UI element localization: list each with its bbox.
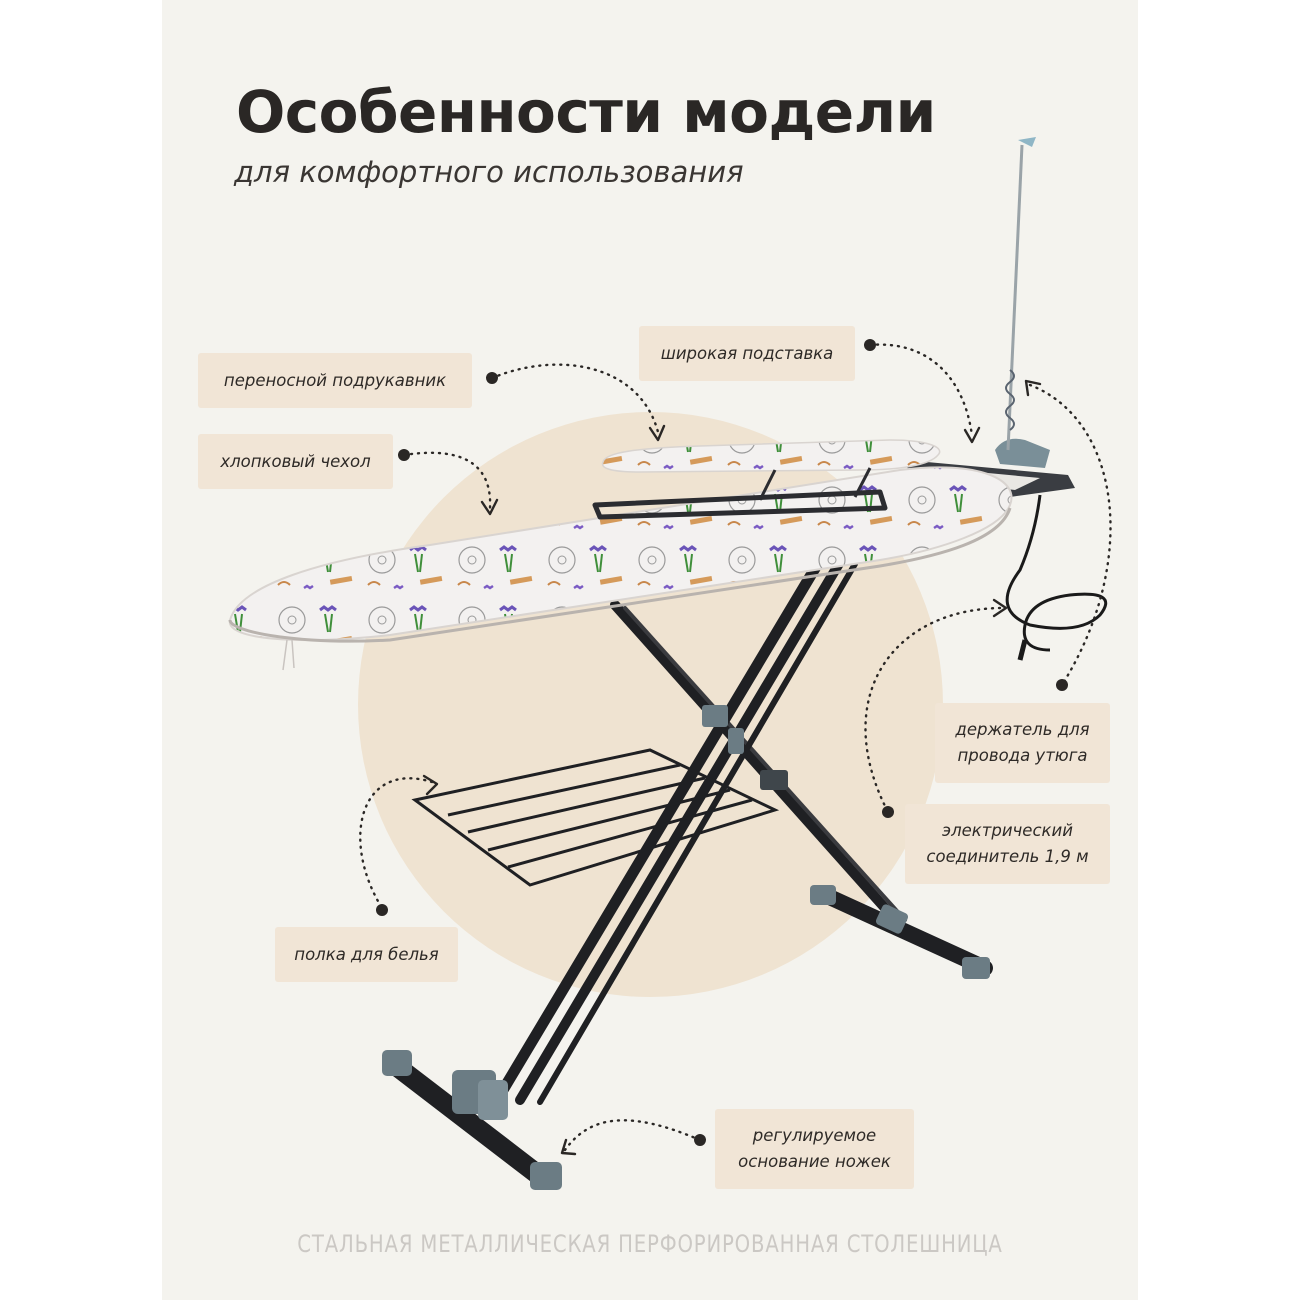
footer-caption: СТАЛЬНАЯ МЕТАЛЛИЧЕСКАЯ ПЕРФОРИРОВАННАЯ С…	[297, 1230, 1003, 1258]
label-cotton-cover: хлопковый чехол	[198, 434, 393, 489]
label-adjustable-legs: регулируемое основание ножек	[715, 1109, 914, 1189]
page-title: Особенности модели	[236, 78, 936, 146]
page-subtitle: для комфортного использования	[234, 155, 744, 189]
label-cord-holder: держатель для провода утюга	[935, 703, 1110, 783]
label-sleeve-board: переносной подрукавник	[198, 353, 472, 408]
label-wide-stand: широкая подставка	[639, 326, 855, 381]
label-laundry-shelf: полка для белья	[275, 927, 458, 982]
label-connector: электрический соединитель 1,9 м	[905, 804, 1110, 884]
